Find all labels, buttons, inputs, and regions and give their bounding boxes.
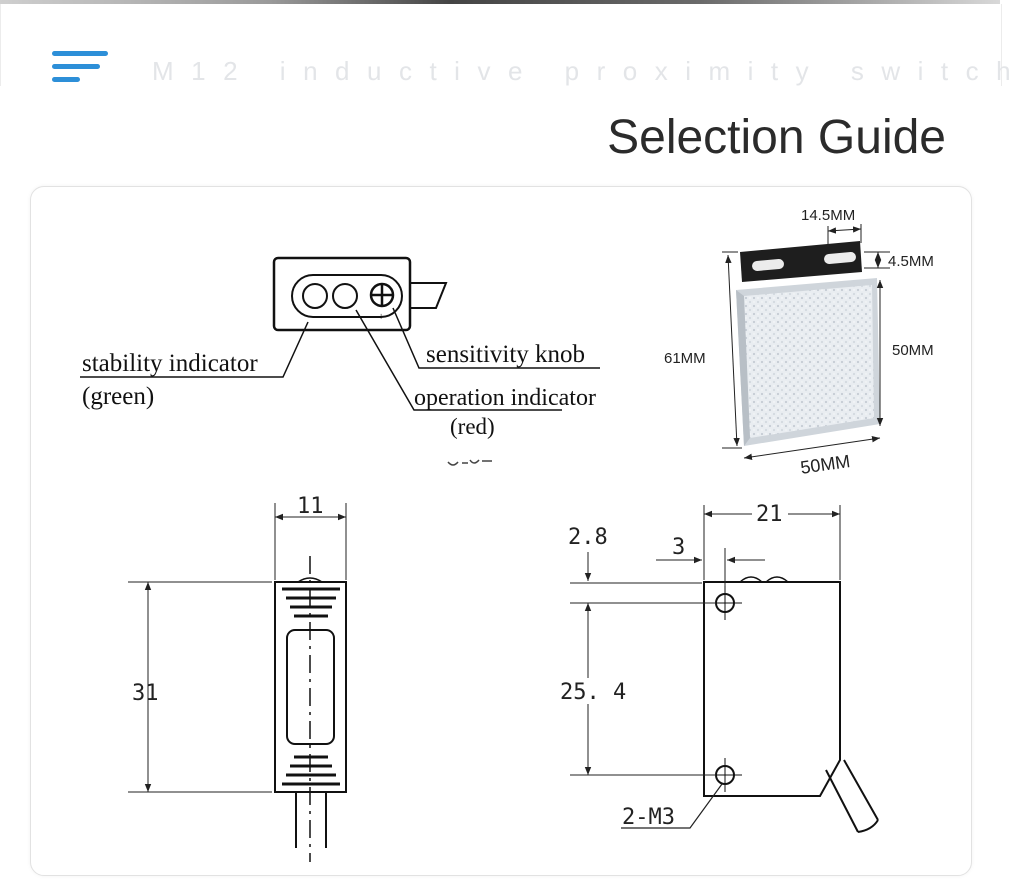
hole-top-offset-label: 2.8 <box>568 525 608 550</box>
sensitivity-leader-line <box>392 307 600 369</box>
operation-indicator-label: operation indicator <box>414 385 596 411</box>
hamburger-menu-icon[interactable] <box>52 51 110 89</box>
operation-color-clipped: (red) <box>450 414 495 439</box>
side-view-diagram: 21 3 2.8 25. 4 2-M3 <box>560 502 879 833</box>
bracket-slot-left <box>752 259 784 271</box>
sensitivity-knob-label: sensitivity knob <box>426 341 585 368</box>
front-view-cable <box>295 792 327 848</box>
svg-text:+: + <box>378 311 384 323</box>
reflector-prism-surface <box>744 285 874 438</box>
scan-artifact-text <box>447 459 492 466</box>
stability-indicator-led <box>302 283 328 309</box>
width-label: 50MM <box>799 451 851 478</box>
bracket-slot-right <box>824 252 856 264</box>
top-banner-strip <box>0 0 1000 4</box>
width-dim-line <box>743 435 881 461</box>
front-width-label: 11 <box>297 494 324 519</box>
front-view-grip-bottom <box>282 755 340 786</box>
operation-indicator-led <box>332 283 358 309</box>
reflector-height-label: 50MM <box>892 342 934 359</box>
hole-spacing-label: 14.5MM <box>801 207 855 224</box>
reflector-diagram: 14.5MM 4.5MM 61MM 50MM 50MM <box>664 207 934 478</box>
indicator-window <box>291 274 403 318</box>
stability-color-label: (green) <box>82 383 154 410</box>
technical-drawings: + stability indicator (green) sensitivit… <box>80 207 934 862</box>
page-title: Selection Guide <box>607 111 946 164</box>
operation-color-label: (red) <box>450 414 495 439</box>
indicator-panel-diagram: + stability indicator (green) sensitivit… <box>80 256 600 470</box>
total-height-label: 61MM <box>664 350 706 367</box>
side-view-cable <box>825 759 879 833</box>
stability-indicator-label: stability indicator <box>82 350 258 377</box>
scan-artifact <box>445 456 497 470</box>
side-view-body <box>703 581 841 797</box>
side-view-indicators <box>739 576 789 583</box>
header-bar <box>0 4 1002 86</box>
operation-leader-line <box>355 309 562 411</box>
stability-leader-line <box>80 321 309 378</box>
side-width-label: 21 <box>756 502 783 527</box>
front-view-diagram: 11 31 <box>128 494 347 862</box>
bracket-height-label: 4.5MM <box>888 253 934 270</box>
total-height-dim-line <box>725 254 740 447</box>
mount-thread-label: 2-M3 <box>622 805 675 830</box>
mount-thread-leader <box>621 783 723 829</box>
product-subtitle: M12 inductive proximity switch <box>152 56 1028 86</box>
hole-spacing-label: 25. 4 <box>560 680 626 705</box>
sensitivity-knob-icon: + <box>369 282 395 323</box>
sensor-cable-stub <box>410 282 448 309</box>
hole-side-offset-label: 3 <box>672 535 685 560</box>
front-view-grip-top <box>282 587 340 618</box>
mounting-bracket <box>740 241 862 282</box>
hole-spacing-dim-line <box>827 226 862 234</box>
front-height-label: 31 <box>132 681 159 706</box>
